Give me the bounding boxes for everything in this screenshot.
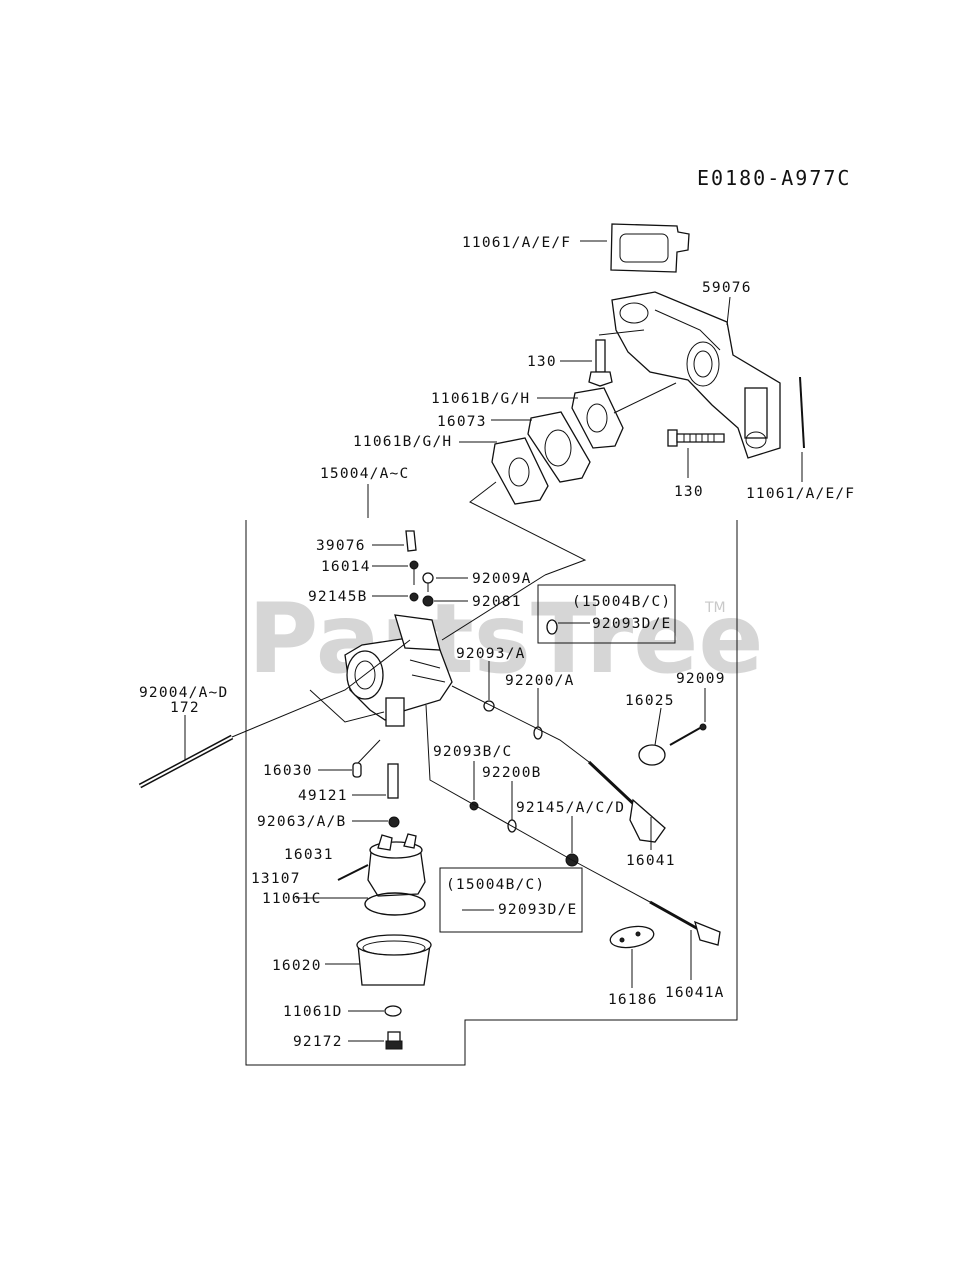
label-11061d: 11061D [283, 1004, 343, 1020]
label-16030: 16030 [263, 763, 313, 779]
gasket-11061d [384, 1005, 402, 1017]
label-92093de-a: 92093D/E [592, 616, 671, 632]
label-11061c: 11061C [262, 891, 322, 907]
seal-92093de-a [546, 619, 558, 635]
screw-92009a [422, 572, 434, 592]
label-16186: 16186 [608, 992, 658, 1008]
svg-text:PartsTree: PartsTree [248, 583, 763, 695]
label-130-b: 130 [674, 484, 704, 500]
throttle-shaft-16041 [587, 760, 666, 843]
label-16025: 16025 [625, 693, 675, 709]
gasket-edge-11061-right [799, 376, 805, 449]
label-92200b: 92200B [482, 765, 542, 781]
label-11061-aef-right: 11061/A/E/F [746, 486, 855, 502]
label-92009: 92009 [676, 671, 726, 687]
jet-16030 [352, 762, 362, 778]
label-59076: 59076 [702, 280, 752, 296]
needle-16014 [409, 560, 419, 585]
label-16020: 16020 [272, 958, 322, 974]
bolt-130-b [667, 429, 725, 447]
screw-92009 [669, 723, 707, 746]
label-49121: 49121 [298, 788, 348, 804]
ring-92145b [409, 592, 419, 602]
choke-shaft-16041a [649, 900, 721, 946]
pilot-screw-92004-172 [138, 734, 234, 789]
label-16031: 16031 [284, 847, 334, 863]
main-jet-49121 [387, 763, 399, 799]
label-13107: 13107 [251, 871, 301, 887]
label-92081: 92081 [472, 594, 522, 610]
drain-bolt-92172 [385, 1031, 403, 1050]
float-bowl-16020 [356, 934, 432, 986]
label-39076: 39076 [316, 538, 366, 554]
label-11061-aef-top: 11061/A/E/F [462, 235, 571, 251]
label-92093a: 92093/A [456, 646, 526, 662]
label-16041a: 16041A [665, 985, 725, 1001]
label-92200a: 92200/A [505, 673, 575, 689]
label-16073: 16073 [437, 414, 487, 430]
label-172: 172 [170, 700, 200, 716]
screw-39076 [405, 530, 417, 552]
label-16041: 16041 [626, 853, 676, 869]
label-11061bgh-b: 11061B/G/H [353, 434, 452, 450]
option-box-15004bc-b [439, 867, 583, 933]
spring-92081 [422, 595, 434, 607]
intake-manifold-59076 [611, 291, 781, 459]
label-92009a: 92009A [472, 571, 532, 587]
label-92004: 92004/A~D [139, 685, 228, 701]
label-92145acd: 92145/A/C/D [516, 800, 625, 816]
label-16014: 16014 [321, 559, 371, 575]
gasket-11061b-upper [571, 387, 624, 449]
label-92172: 92172 [293, 1034, 343, 1050]
gasket-11061c [364, 892, 426, 916]
label-92093bc: 92093B/C [433, 744, 512, 760]
label-15004bc-b: (15004B/C) [446, 877, 545, 893]
option-box-15004bc-a [537, 584, 676, 644]
float-16031 [367, 833, 426, 897]
label-92145b: 92145B [308, 589, 368, 605]
throttle-valve-16025 [638, 744, 666, 766]
gasket-11061b-lower [491, 437, 549, 505]
label-92093de-b: 92093D/E [498, 902, 577, 918]
float-pin-13107 [337, 864, 369, 881]
label-11061bgh-a: 11061B/G/H [431, 391, 530, 407]
label-130-a: 130 [527, 354, 557, 370]
washer-92063 [388, 816, 400, 828]
gasket-11061-top [610, 223, 690, 273]
leader-lines [184, 240, 803, 1042]
assembly-boundary [245, 520, 738, 1066]
svg-text:TM: TM [704, 600, 726, 616]
watermark: PartsTree TM [248, 583, 763, 695]
bolt-130-a [588, 339, 613, 387]
spacer-16073 [527, 411, 591, 483]
label-15004bc-a: (15004B/C) [572, 594, 671, 610]
label-92063: 92063/A/B [257, 814, 346, 830]
label-15004: 15004/A~C [320, 466, 409, 482]
choke-valve-16186 [609, 925, 655, 949]
part-labels: 11061/A/E/F 59076 130 11061B/G/H 16073 1… [139, 235, 855, 1050]
diagram-code: E0180-A977C [697, 166, 852, 190]
